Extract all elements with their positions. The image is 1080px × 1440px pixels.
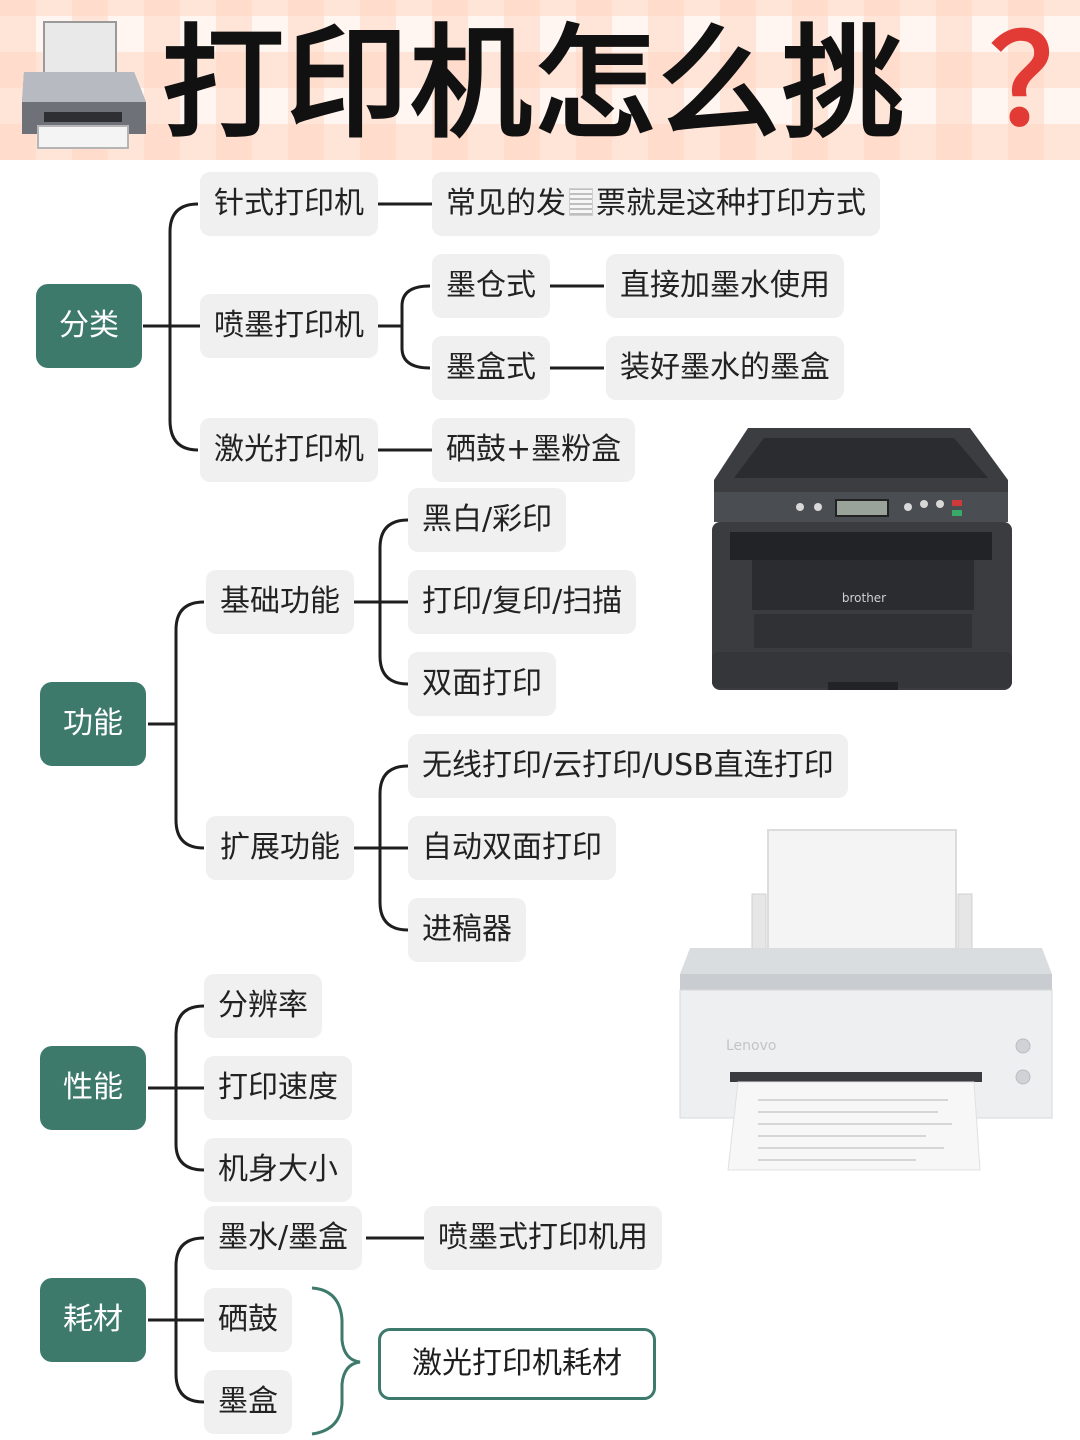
note-text-part2: 票就是这种打印方式 — [596, 186, 866, 221]
node-dot-matrix: 针式打印机 — [200, 172, 378, 236]
node-basic-item: 黑白/彩印 — [408, 488, 567, 552]
node-drum: 硒鼓 — [204, 1288, 292, 1352]
category-consumables: 耗材 — [40, 1278, 146, 1362]
printer-icon — [22, 21, 146, 149]
node-ink-tank-note: 直接加墨水使用 — [606, 254, 844, 318]
category-function: 功能 — [40, 682, 146, 766]
node-extended-item: 进稿器 — [408, 898, 526, 962]
node-extended-item: 自动双面打印 — [408, 816, 616, 880]
brand-label: brother — [842, 591, 886, 605]
node-performance-item: 机身大小 — [204, 1138, 352, 1202]
node-laser-consumables: 激光打印机耗材 — [378, 1328, 656, 1400]
node-basic-item: 打印/复印/扫描 — [408, 570, 637, 634]
receipt-icon — [569, 188, 593, 216]
node-ink-note: 喷墨式打印机用 — [424, 1206, 662, 1270]
category-classify: 分类 — [36, 284, 142, 368]
node-ink: 墨水/墨盒 — [204, 1206, 363, 1270]
node-basic-item: 双面打印 — [408, 652, 556, 716]
node-cartridge-note: 装好墨水的墨盒 — [606, 336, 844, 400]
node-performance-item: 分辨率 — [204, 974, 322, 1038]
note-text-part1: 常见的发 — [446, 186, 566, 221]
brand-label: Lenovo — [726, 1038, 776, 1054]
page-title: 打印机怎么挑 — [162, 13, 906, 155]
inkjet-printer-image: Lenovo — [679, 829, 1053, 1171]
node-laser: 激光打印机 — [200, 418, 378, 482]
laser-printer-image: brother — [712, 428, 1012, 690]
node-ink-tank: 墨仓式 — [432, 254, 550, 318]
node-extended-function: 扩展功能 — [206, 816, 354, 880]
node-performance-item: 打印速度 — [204, 1056, 352, 1120]
node-laser-note: 硒鼓+墨粉盒 — [432, 418, 636, 482]
category-performance: 性能 — [40, 1046, 146, 1130]
node-extended-item: 无线打印/云打印/USB直连打印 — [408, 734, 848, 798]
node-cartridge: 墨盒式 — [432, 336, 550, 400]
header-background — [0, 0, 1080, 160]
node-toner-box: 墨盒 — [204, 1370, 292, 1434]
node-dot-matrix-note: 常见的发票就是这种打印方式 — [432, 172, 880, 236]
node-inkjet: 喷墨打印机 — [200, 294, 378, 358]
question-mark: ？ — [990, 12, 1080, 152]
node-basic-function: 基础功能 — [206, 570, 354, 634]
